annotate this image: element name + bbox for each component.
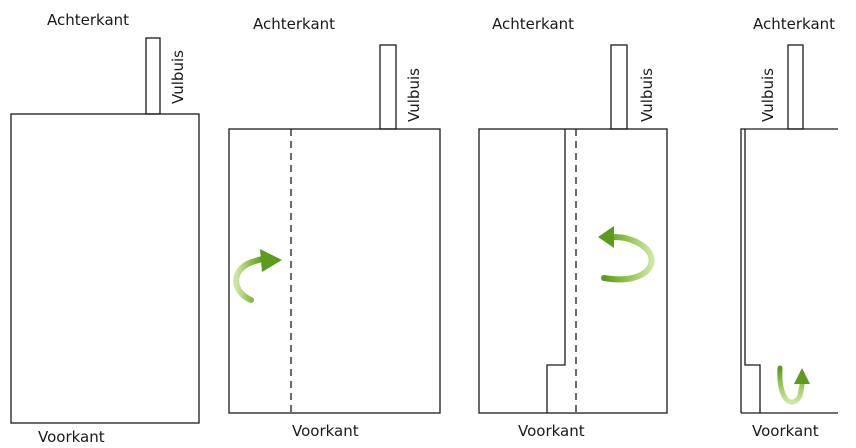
- panel-3-tube-label: Vulbuis: [638, 68, 656, 122]
- fold-arrow-icon: [598, 226, 655, 283]
- panel-2: Achterkant Vulbuis Voorkant: [228, 15, 441, 440]
- panel-1-fill-tube: [145, 37, 161, 115]
- panel-2-bottom-label: Voorkant: [292, 422, 359, 440]
- panel-4-tube-label: Vulbuis: [759, 68, 777, 122]
- panel-2-tube-label: Vulbuis: [405, 68, 423, 122]
- panel-4-top-label: Achterkant: [753, 15, 835, 33]
- panel-3-folded-strip: [546, 129, 566, 413]
- fold-arrow-icon: [233, 249, 282, 303]
- panel-3: Achterkant Vulbuis Voorkant: [478, 15, 668, 440]
- panel-2-body: [228, 128, 441, 414]
- panel-1: Achterkant Vulbuis Voorkant: [10, 11, 200, 446]
- panel-4: Achterkant Vulbuis Voorkant: [740, 15, 838, 440]
- panel-2-fill-tube: [379, 44, 397, 130]
- panel-1-top-label: Achterkant: [47, 11, 129, 29]
- panel-4-bottom-label: Voorkant: [752, 422, 819, 440]
- panel-3-body: [478, 128, 668, 414]
- panel-1-body: [10, 113, 200, 424]
- panel-3-top-label: Achterkant: [492, 15, 574, 33]
- panel-3-bottom-label: Voorkant: [518, 422, 585, 440]
- panel-4-fill-tube: [787, 44, 804, 130]
- panel-1-bottom-label: Voorkant: [38, 428, 105, 443]
- panel-4-body: [740, 128, 838, 413]
- panel-4-folded-strip: [744, 129, 761, 413]
- fold-arrow-icon: [777, 365, 810, 405]
- panel-2-top-label: Achterkant: [253, 15, 335, 33]
- panel-3-fill-tube: [610, 44, 628, 130]
- panel-1-tube-label: Vulbuis: [169, 50, 187, 104]
